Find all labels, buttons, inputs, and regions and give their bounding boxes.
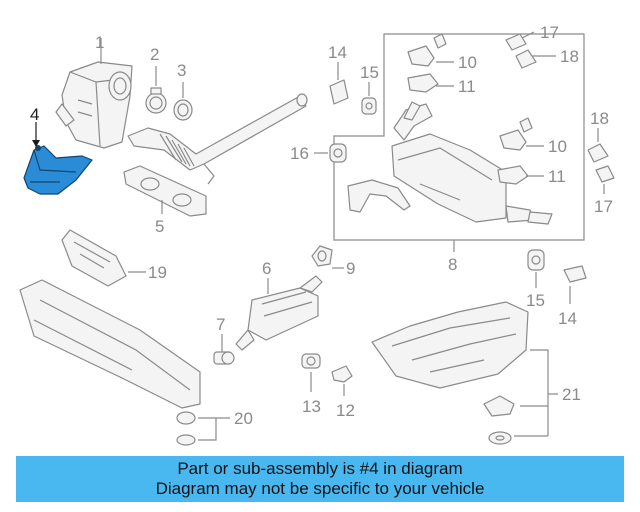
callout-2: 2 [150,45,159,64]
front-pipe [127,93,308,185]
part-14-upper-bracket [329,79,349,105]
part-15-lower-mount [527,249,545,271]
callout-1: 1 [95,33,104,52]
part-1-catalytic-converter [55,61,133,149]
part-17-lower-pipe-clamp [595,165,615,183]
callout-12: 12 [336,401,355,420]
callout-8: 8 [448,255,457,274]
part-21-rear-heat-shield [371,301,529,389]
part-7-hanger [213,351,235,365]
callout-5: 5 [155,217,164,236]
callout-9: 9 [346,259,355,278]
callout-14a: 14 [328,43,347,62]
callout-20: 20 [234,409,253,428]
part-11-upper-bracket [407,73,439,93]
callout-10a: 10 [458,53,477,72]
part-19-heat-shield [61,229,127,287]
callout-7: 7 [216,315,225,334]
part-17-upper-pipe-clamp [505,33,527,51]
part-info-banner: Part or sub-assembly is #4 in diagram Di… [16,456,624,502]
callout-4: 4 [30,105,39,124]
part-18-lower-pipe-tip [587,143,609,163]
callout-18b: 18 [590,109,609,128]
part-3-gasket [173,99,193,121]
banner-line-2: Diagram may not be specific to your vehi… [155,479,485,498]
callout-3: 3 [177,61,186,80]
part-2-clamp [145,87,167,114]
banner-line-1: Part or sub-assembly is #4 in diagram [177,459,463,478]
callout-15a: 15 [360,63,379,82]
callout-11a: 11 [458,77,476,96]
part-11-lower-bracket [497,165,529,185]
callout-11b: 11 [548,167,566,186]
part-6-center-muffler [235,275,323,351]
callout-13: 13 [302,397,321,416]
callout-16: 16 [290,144,309,163]
callout-21: 21 [562,385,581,404]
callout-10b: 10 [548,137,567,156]
part-9-clamp [311,245,333,267]
part-12-bracket [331,365,353,383]
callout-15b: 15 [526,291,545,310]
part-14-lower-bracket [563,265,587,283]
part-10-lower-clamp [499,117,533,151]
part-15-upper-mount [361,97,377,115]
part-8-rear-muffler-assembly [333,33,585,241]
callout-17b: 17 [594,197,613,216]
callout-19: 19 [148,263,167,282]
exhaust-system-diagram: 1 2 3 5 4 19 [19,23,615,446]
callout-14b: 14 [558,309,577,328]
part-21-clamp [483,395,515,417]
lower-heat-shield [19,279,201,409]
part-13-rubber-mount [301,353,321,369]
part-18-upper-pipe-tip [515,49,537,69]
part-20-mount [176,411,196,446]
callout-6: 6 [262,259,271,278]
part-16-rubber-mount [329,143,347,163]
part-5-flange-gasket [123,165,207,217]
callout-17a: 17 [540,23,559,42]
part-21-washer [488,431,512,445]
part-10-upper-clamp [407,33,447,67]
part-4-bracket-highlighted [23,145,93,195]
callout-18a: 18 [560,47,579,66]
